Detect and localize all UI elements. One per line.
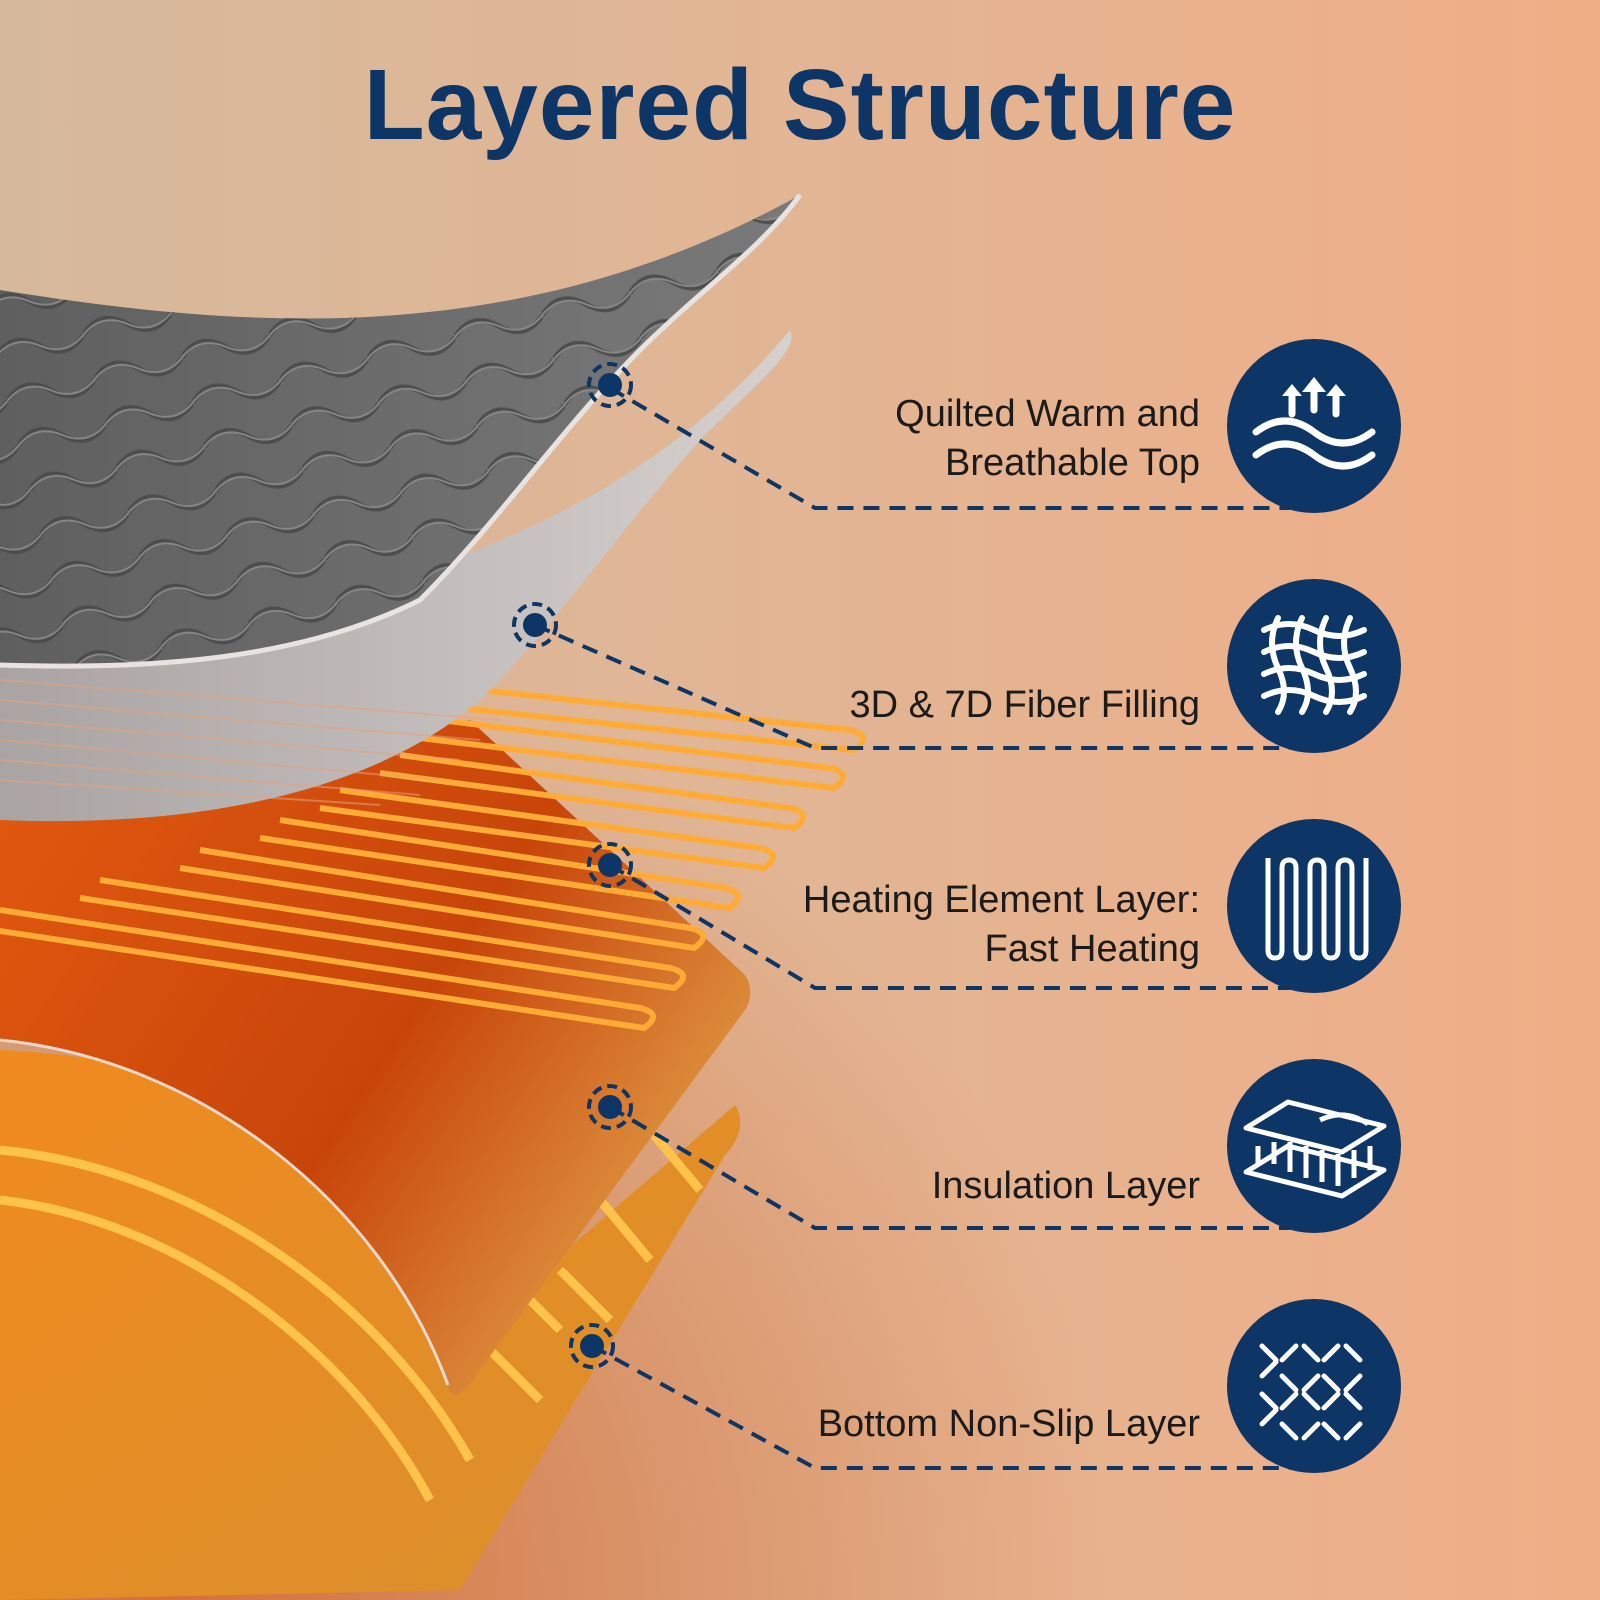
label-heating-element: Heating Element Layer: Fast Heating [680,876,1200,974]
heating-wire-loop [179,847,706,952]
label-line: Breathable Top [945,442,1200,484]
heating-element-coil [0,687,866,1032]
fiber-filling-layer [0,330,792,822]
marker-non-slip [569,1323,615,1369]
page-title: Layered Structure [363,49,1237,161]
quilted-top-edge [0,193,803,669]
heating-coil-icon [1227,819,1401,993]
heating-wire-loop [379,752,806,832]
insulation-layer [0,720,751,1395]
marker-heating-element [587,842,633,888]
woven-fiber-icon [1227,579,1401,753]
quilted-top-pattern [0,195,800,667]
marker-quilted-top [587,362,633,408]
heating-wire-loop [319,787,776,872]
non-slip-pattern-icon [1227,1299,1401,1473]
bottom-layer-stripes [0,1127,704,1503]
heating-wire-loop [259,817,741,912]
heat-rising-waves-icon [1227,339,1401,513]
insulation-sheets-icon [1227,1059,1401,1233]
callout-leaders [534,386,1290,1470]
label-non-slip: Bottom Non-Slip Layer [680,1400,1200,1449]
label-line: Fast Heating [984,928,1200,970]
marker-fiber-filling [512,602,558,648]
label-line: Insulation Layer [931,1165,1200,1207]
heating-wire-loop [0,907,656,1032]
label-line: 3D & 7D Fiber Filling [849,684,1200,726]
label-quilted-top: Quilted Warm and Breathable Top [680,390,1200,488]
label-line: Bottom Non-Slip Layer [817,1403,1200,1445]
insulation-edge [0,1038,450,1386]
label-line: Quilted Warm and [895,393,1200,435]
fiber-filling-texture [0,679,501,806]
label-line: Heating Element Layer: [802,879,1200,921]
heating-wire-loop [79,877,686,992]
label-fiber-filling: 3D & 7D Fiber Filling [680,681,1200,730]
marker-insulation [587,1084,633,1130]
label-insulation: Insulation Layer [680,1162,1200,1211]
callout-markers [512,362,633,1369]
heating-wire-loop [419,717,846,792]
